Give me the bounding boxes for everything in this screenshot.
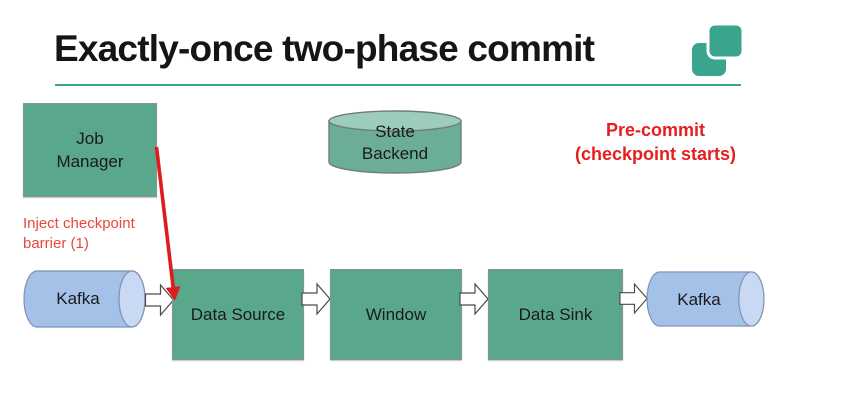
page-title: Exactly-once two-phase commit bbox=[54, 28, 595, 69]
node-window-label: Window bbox=[365, 305, 427, 324]
node-data-sink: Data Sink bbox=[488, 269, 623, 360]
node-kafka-out-cylinder bbox=[646, 271, 765, 327]
flow-arrow-kafka-to-source bbox=[144, 283, 175, 317]
flow-arrow-window-to-sink bbox=[459, 282, 489, 316]
node-data-source-label: Data Source bbox=[190, 305, 286, 324]
flow-arrow-sink-to-kafka bbox=[619, 282, 648, 315]
title-underline bbox=[55, 84, 741, 86]
node-data-sink-label: Data Sink bbox=[518, 305, 593, 324]
node-state-backend-cylinder bbox=[328, 110, 462, 174]
node-kafka-in-cylinder bbox=[23, 270, 146, 328]
inject-checkpoint-note: Inject checkpoint barrier (1) bbox=[23, 215, 135, 252]
overlapping-squares-logo bbox=[692, 22, 745, 76]
node-job-manager: Job Manager bbox=[23, 103, 157, 197]
node-data-source: Data Source bbox=[172, 269, 304, 360]
flow-arrow-source-to-window bbox=[301, 282, 331, 316]
node-job-manager-label: Job Manager bbox=[56, 129, 124, 171]
phase-label-pre-commit: Pre-commit (checkpoint starts) bbox=[574, 120, 737, 164]
node-window: Window bbox=[330, 269, 462, 360]
